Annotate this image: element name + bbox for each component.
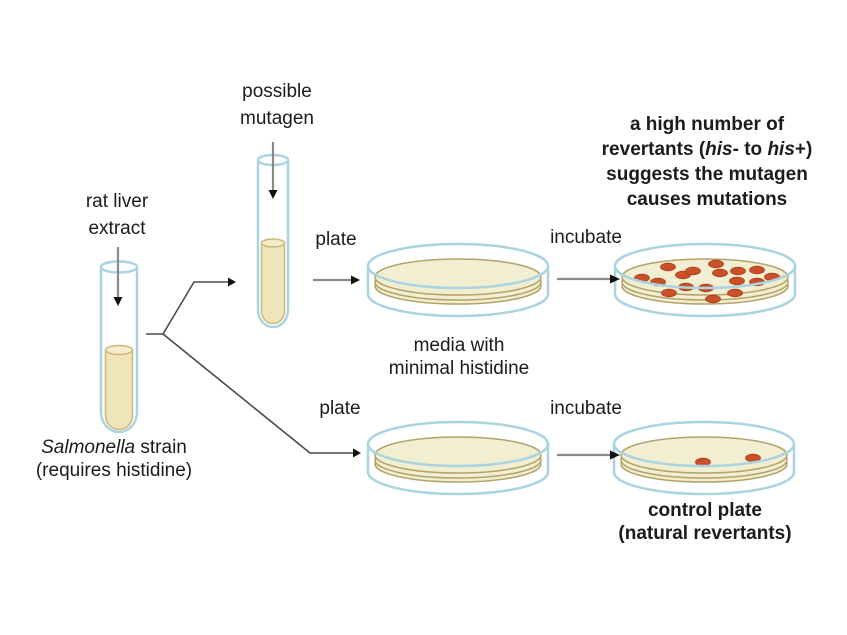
agar-surface <box>620 436 788 474</box>
rat-liver-arrow <box>113 247 123 306</box>
colony <box>730 266 746 276</box>
label-line: control plate <box>647 500 763 521</box>
label-line: minimal histidine <box>388 358 530 379</box>
plate-arrow-top <box>313 275 360 285</box>
label-incubate-top: incubate <box>550 227 622 248</box>
branch-arrowhead-upper <box>228 277 236 287</box>
incubate-arrow-top <box>557 274 620 284</box>
tube-liquid-surface <box>104 344 134 356</box>
dish-rim <box>366 242 550 290</box>
plate-control <box>612 420 796 496</box>
mutagen-arrow <box>268 142 278 199</box>
agar-surface <box>374 436 542 474</box>
label-control-plate: control plate (natural revertants) <box>618 499 791 545</box>
arrow-head-icon <box>113 297 123 306</box>
natural-revertant-colonies <box>695 453 761 467</box>
dish-rim <box>612 420 796 468</box>
branch-line-upper <box>146 281 228 335</box>
label-line: (requires histidine) <box>35 460 193 481</box>
branch-arrowhead-lower <box>353 448 361 458</box>
colony <box>705 294 721 304</box>
his-minus-italic: his <box>705 139 733 160</box>
conclusion-post: +) <box>794 139 813 160</box>
colony <box>661 288 677 298</box>
dish-rim <box>613 242 797 290</box>
dish-rim <box>366 420 550 468</box>
plate-mutagen-result <box>613 242 797 318</box>
colony <box>660 262 676 272</box>
label-line: a high number of <box>629 114 785 135</box>
label-plate-top: plate <box>315 229 357 250</box>
tube-liquid-surface <box>260 238 286 248</box>
salmonella-italic: Salmonella <box>41 437 136 458</box>
label-conclusion: a high number of revertants (his- to his… <box>602 112 813 212</box>
tube-liquid <box>260 242 286 325</box>
arrow-head-icon <box>268 190 278 199</box>
colony <box>695 457 711 467</box>
arrow-head-icon <box>610 450 620 460</box>
label-line: possible <box>242 81 312 102</box>
branch-line-lower <box>162 333 353 454</box>
colony <box>708 259 724 269</box>
label-line: causes mutations <box>626 189 788 210</box>
label-line: suggests the mutagen <box>606 164 808 185</box>
label-incubate-bottom: incubate <box>550 398 622 419</box>
label-media: media with minimal histidine <box>389 334 529 380</box>
label-salmonella-strain: Salmonella strain (requires histidine) <box>36 436 192 482</box>
label-line: rat liver <box>85 191 149 212</box>
colony <box>685 266 701 276</box>
tube-liquid <box>104 349 134 431</box>
incubate-arrow-bottom <box>557 450 620 460</box>
conclusion-pre: revertants ( <box>601 139 706 160</box>
label-line: Salmonella strain <box>36 436 192 459</box>
branch-lines <box>146 277 361 458</box>
his-plus-italic: his <box>767 139 795 160</box>
label-line: (natural revertants) <box>618 523 792 544</box>
label-possible-mutagen: possible mutagen <box>240 78 314 132</box>
label-line: revertants (his- to his+) <box>602 137 813 162</box>
colony <box>729 276 745 286</box>
label-line: extract <box>88 218 146 239</box>
conclusion-mid: - to <box>732 139 768 160</box>
salmonella-rest: strain <box>135 437 187 458</box>
label-line: mutagen <box>240 108 314 129</box>
label-line: media with <box>413 335 505 356</box>
arrow-head-icon <box>351 275 360 285</box>
label-rat-liver-extract: rat liver extract <box>86 188 148 242</box>
arrow-head-icon <box>610 274 620 284</box>
colony <box>749 265 765 275</box>
colony <box>727 288 743 298</box>
plate-media-top <box>366 242 550 318</box>
agar-surface <box>374 258 542 296</box>
colony <box>712 268 728 278</box>
label-plate-bottom: plate <box>319 398 361 419</box>
plate-media-bottom <box>366 420 550 496</box>
